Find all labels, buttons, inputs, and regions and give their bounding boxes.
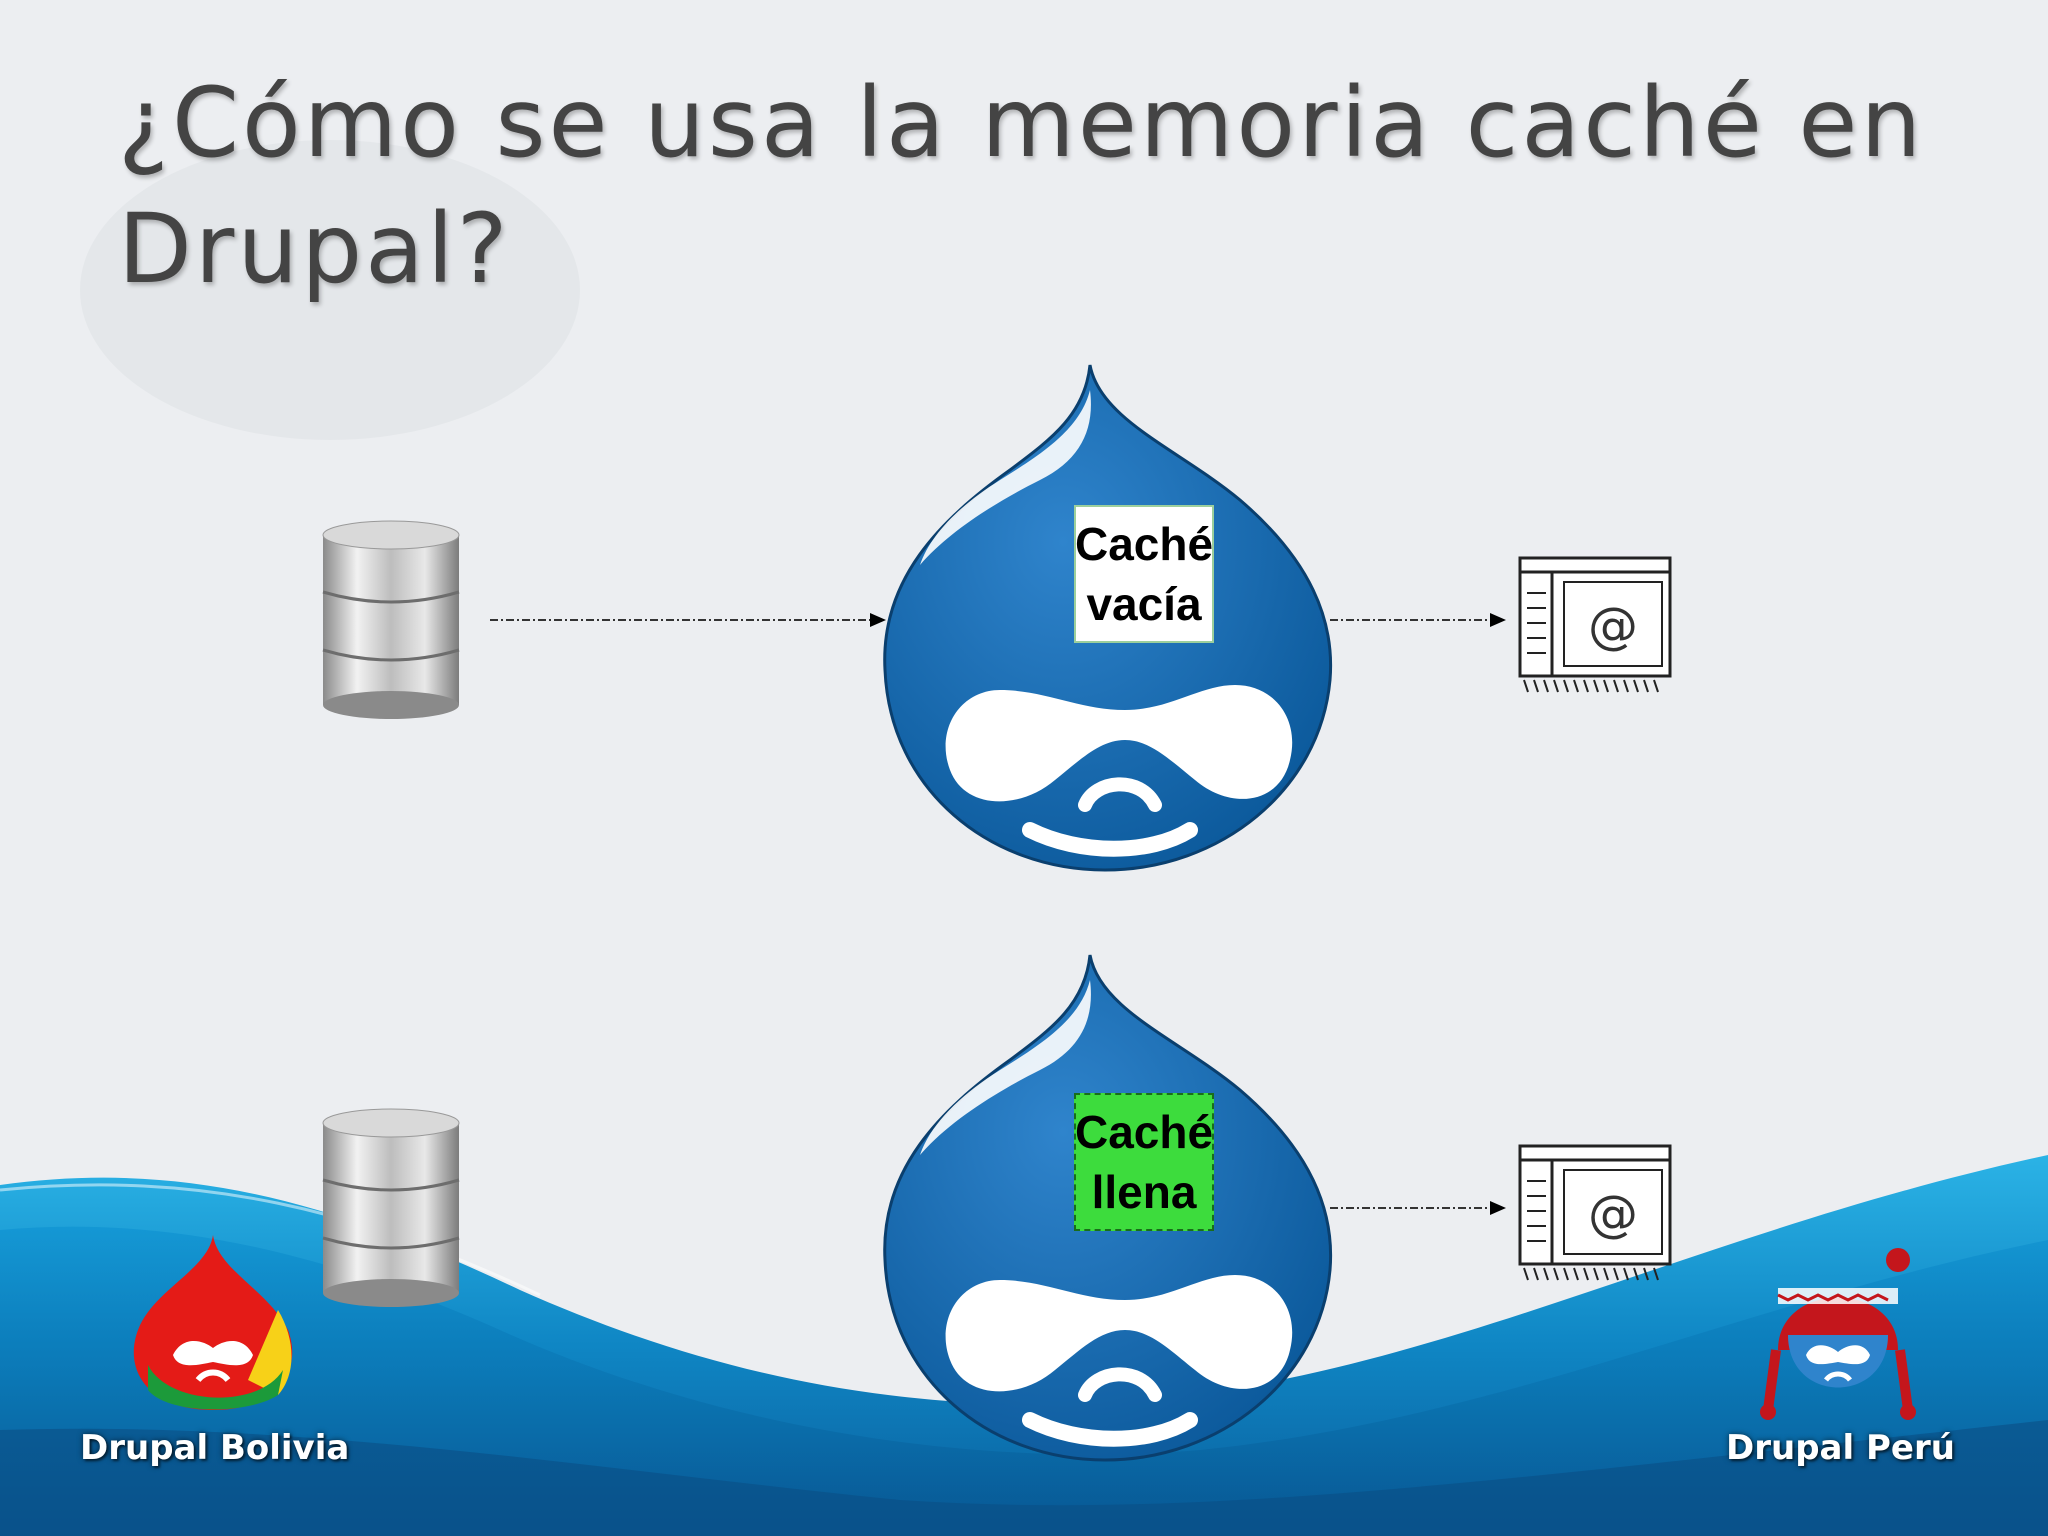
drupal-peru-label: Drupal Perú (1726, 1428, 1955, 1468)
arrow-drupal-to-browser (1330, 1201, 1506, 1215)
at-symbol: @ (1588, 1185, 1638, 1243)
cache-full-label: Caché llena (1074, 1093, 1214, 1231)
cache-empty-line1: Caché (1074, 518, 1214, 570)
browser-window-icon: @ (1518, 556, 1672, 693)
drupal-bolivia-label: Drupal Bolivia (80, 1428, 350, 1468)
cache-full-line1: Caché (1074, 1106, 1214, 1158)
database-icon (322, 1108, 460, 1307)
cache-empty-label: Caché vacía (1074, 505, 1214, 643)
database-icon (322, 520, 460, 719)
drupal-bolivia-logo (133, 1235, 293, 1410)
browser-window-icon: @ (1518, 1144, 1672, 1281)
at-symbol: @ (1588, 597, 1638, 655)
cache-empty-line2: vacía (1086, 578, 1202, 630)
arrow-db-to-drupal (490, 613, 886, 627)
slide-title: ¿Cómo se usa la memoria caché en Drupal? (118, 67, 1925, 305)
cache-full-line2: llena (1091, 1166, 1197, 1218)
drupal-peru-logo (1760, 1248, 1916, 1420)
arrow-drupal-to-browser (1330, 613, 1506, 627)
